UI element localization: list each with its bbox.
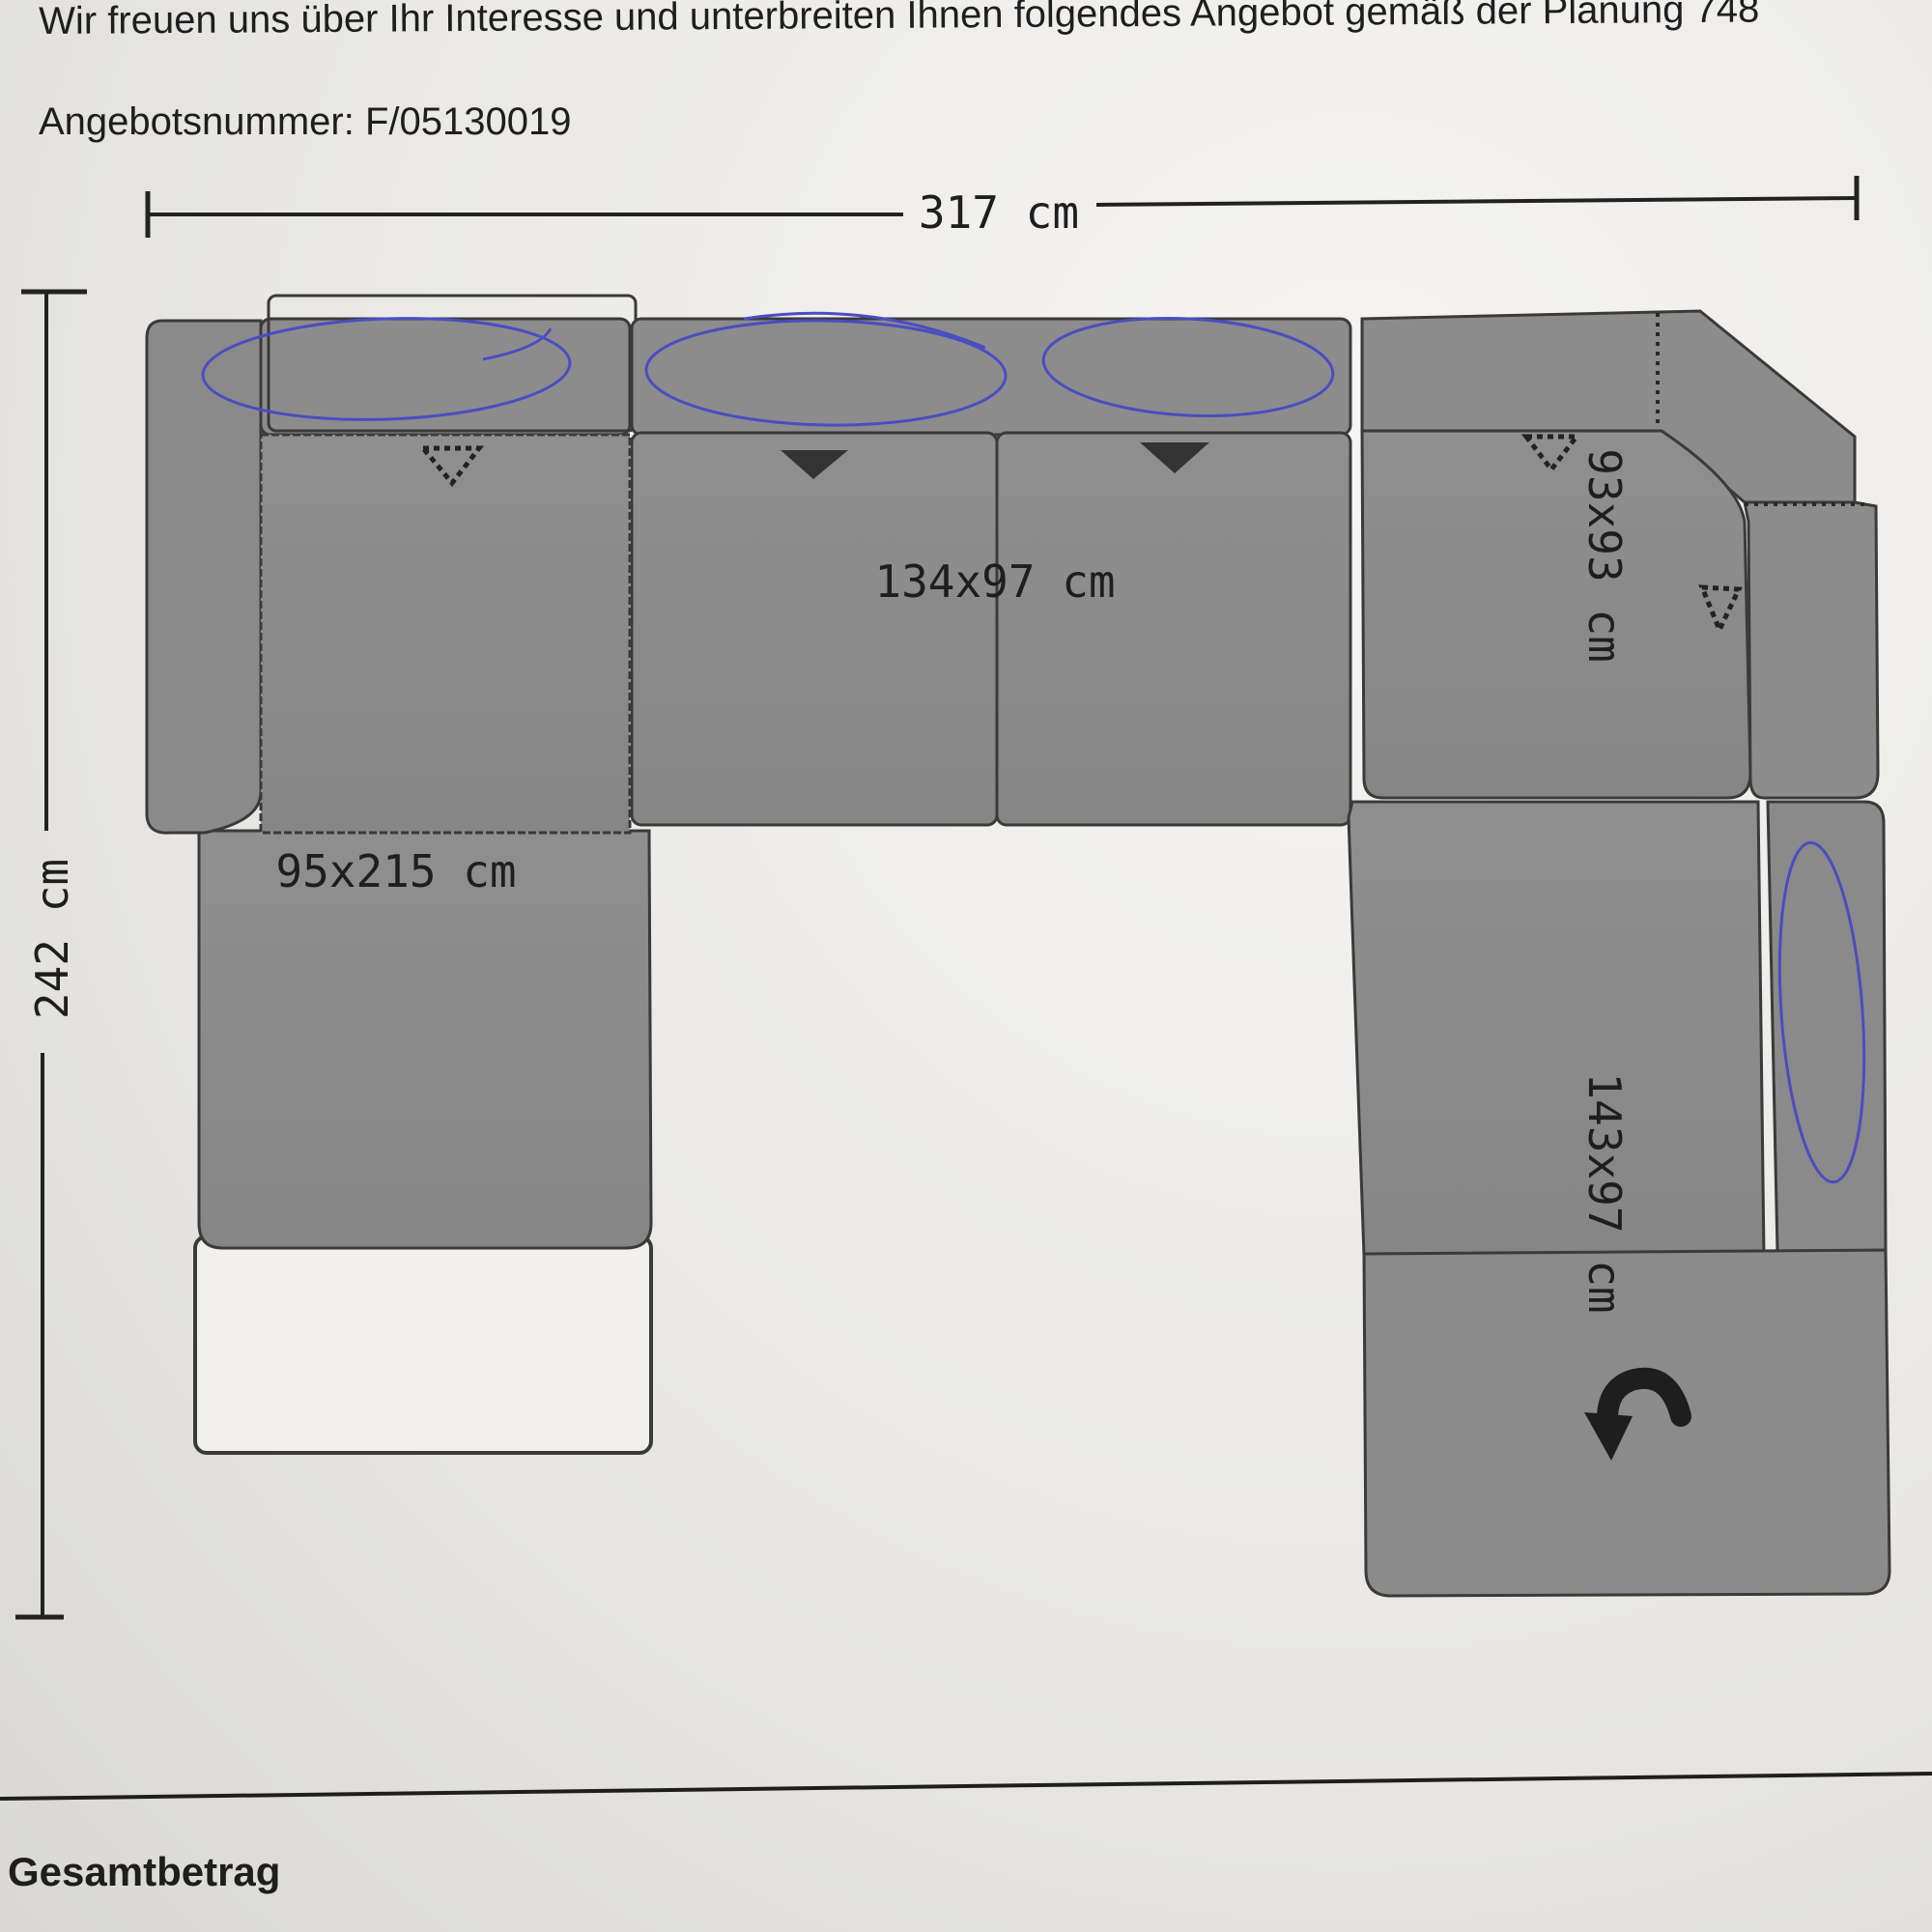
triangle-outline-icon bbox=[417, 445, 485, 487]
chaise-seat bbox=[1347, 800, 1766, 1258]
width-label: 317 cm bbox=[919, 186, 1079, 239]
section-divider bbox=[0, 1772, 1932, 1801]
triangle-filled-icon bbox=[781, 450, 848, 479]
module-label-chaise: 143x97 cm bbox=[1578, 1072, 1631, 1313]
module-label-corner: 93x93 cm bbox=[1578, 448, 1631, 663]
total-label: Gesamtbetrag bbox=[8, 1849, 281, 1894]
module-label-left: 95x215 cm bbox=[275, 845, 516, 897]
rotate-arrow-icon bbox=[1584, 1367, 1691, 1461]
pen-marks bbox=[201, 311, 1866, 1184]
middle-seat-left bbox=[630, 431, 999, 827]
width-dimension: 317 cm bbox=[145, 176, 1860, 239]
recamiere-seat-lower bbox=[197, 829, 653, 1250]
triangle-filled-icon bbox=[1140, 442, 1209, 473]
recamiere-extension bbox=[193, 1235, 653, 1455]
corner-right-backrest bbox=[1743, 500, 1880, 800]
corner-seat bbox=[1360, 429, 1752, 800]
triangle-outline-icon bbox=[1520, 434, 1582, 474]
height-dimension: 242 cm bbox=[15, 289, 87, 1620]
chaise-backrest bbox=[1766, 800, 1888, 1254]
left-armrest bbox=[145, 319, 263, 835]
recamiere-seat-upper bbox=[259, 433, 632, 835]
module-label-middle: 134x97 cm bbox=[874, 555, 1115, 608]
offer-number: Angebotsnummer: F/05130019 bbox=[39, 100, 572, 143]
height-label: 242 cm bbox=[26, 859, 78, 1019]
middle-seat-right bbox=[995, 431, 1352, 827]
